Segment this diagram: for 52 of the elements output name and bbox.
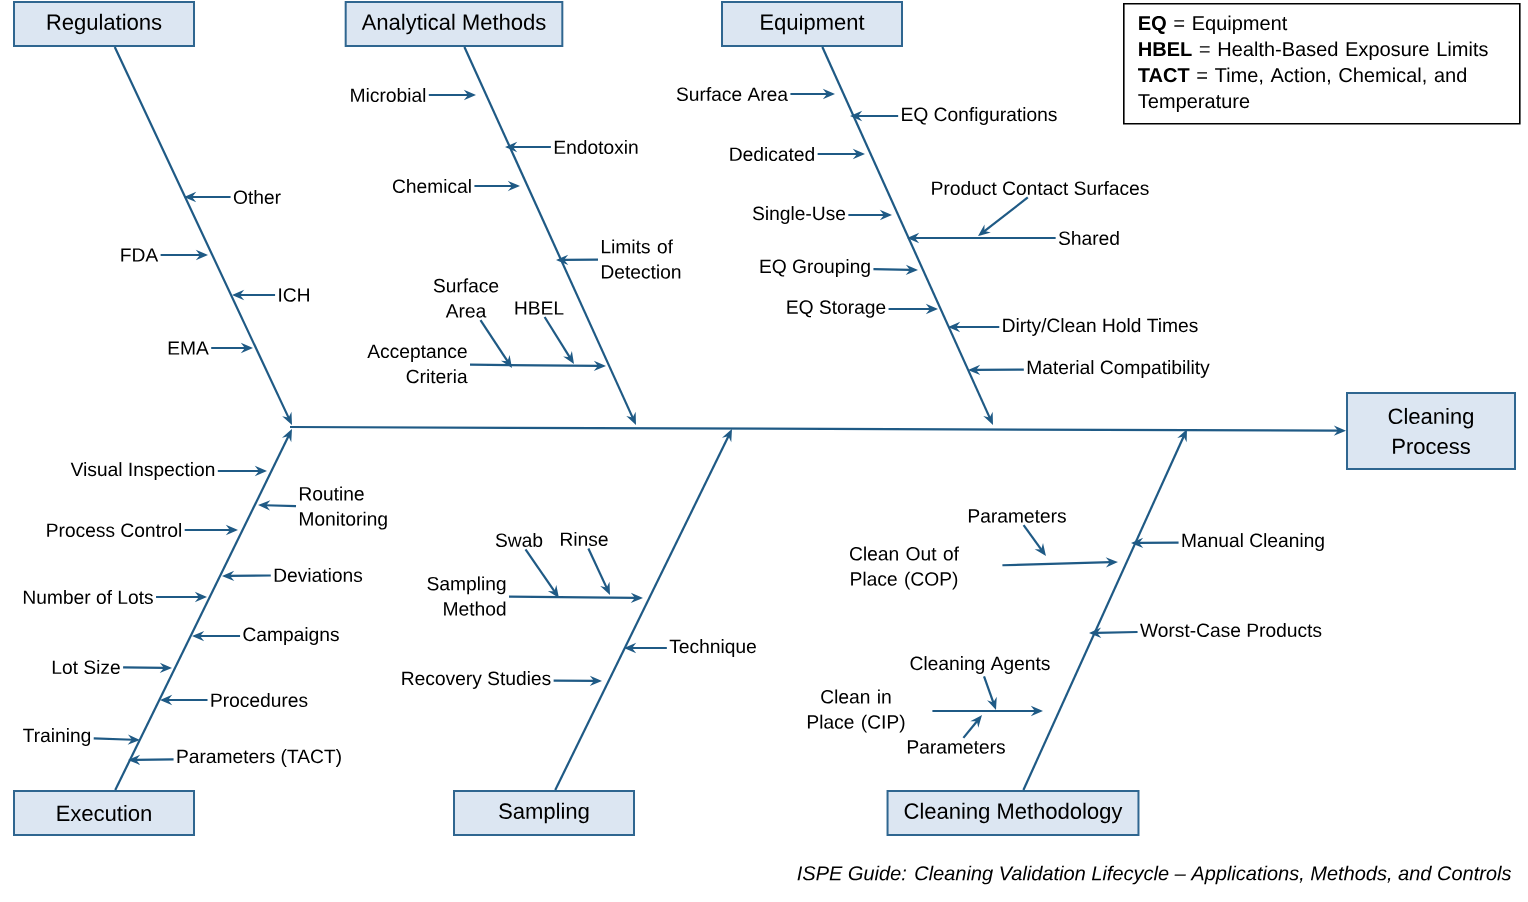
effect-box: Cleaning Process [1346,392,1516,470]
cause-label: Worst-Case Products [1140,623,1322,638]
cause-label: Campaigns [243,627,339,645]
cause-label: Visual Inspection [70,462,215,480]
category-box: Execution [13,790,195,836]
legend-box: EQ = Equipment HBEL = Health-Based Exposure Limits TACT = Time, Action, Chemical, and Temperature [1123,3,1521,125]
cause-label: Limits of Detection [601,239,681,279]
cause-label: Procedures [211,693,308,708]
category-box: Equipment [721,1,903,47]
cause-label: Parameters (TACT) [177,749,341,767]
cause-label: Swab [495,533,543,548]
cause-label: Product Contact Surfaces [932,181,1149,196]
cause-label: EMA [168,341,209,355]
cause-label: Microbial [351,88,426,103]
cause-label: Surface Area [433,278,499,318]
cause-label: Endotoxin [554,140,638,155]
cause-label: Surface Area [676,86,788,102]
cause-label: Single-Use [752,206,846,224]
cause-label: EQ Grouping [760,259,870,277]
cause-label: Clean Out of Place (COP) [850,546,959,590]
cause-label: Rinse [561,532,608,547]
cause-label: Sampling Method [427,576,506,616]
cause-label: Dirty/Clean Hold Times [1003,318,1198,336]
cause-label: FDA [121,248,159,262]
cause-label: Deviations [274,568,363,583]
category-box: Cleaning Methodology [886,790,1140,836]
cause-label: Technique [669,639,756,657]
cause-label: Process Control [47,523,181,538]
cause-label: Routine Monitoring [299,486,387,530]
cause-label: EQ Storage [787,300,886,318]
category-box: Analytical Methods [344,1,564,47]
cause-label: Shared [1058,231,1119,246]
cause-label: HBEL [515,301,564,315]
cause-label: Number of Lots [23,590,153,605]
cause-label: Clean in Place (CIP) [807,689,905,733]
cause-label: ICH [279,288,309,302]
cause-label: Parameters [968,509,1066,523]
cause-label: EQ Configurations [902,107,1057,125]
cause-label: Manual Cleaning [1182,533,1324,551]
caption: ISPE Guide: Cleaning Validation Lifecycle – Applications, Methods, and Controls [797,865,1512,885]
cause-label: Lot Size [52,660,120,675]
cause-label: Chemical [392,179,471,194]
cause-label: Dedicated [730,147,814,162]
cause-label: Cleaning Agents [910,656,1050,674]
cause-label: Other [233,190,281,205]
cause-label: Parameters [907,740,1005,754]
cause-label: Material Compatibility [1027,360,1210,378]
category-box: Regulations [13,1,195,47]
category-box: Sampling [453,790,635,836]
cause-label: Acceptance Criteria [367,344,468,384]
cause-label: Recovery Studies [402,671,551,689]
cause-label: Training [23,728,91,746]
